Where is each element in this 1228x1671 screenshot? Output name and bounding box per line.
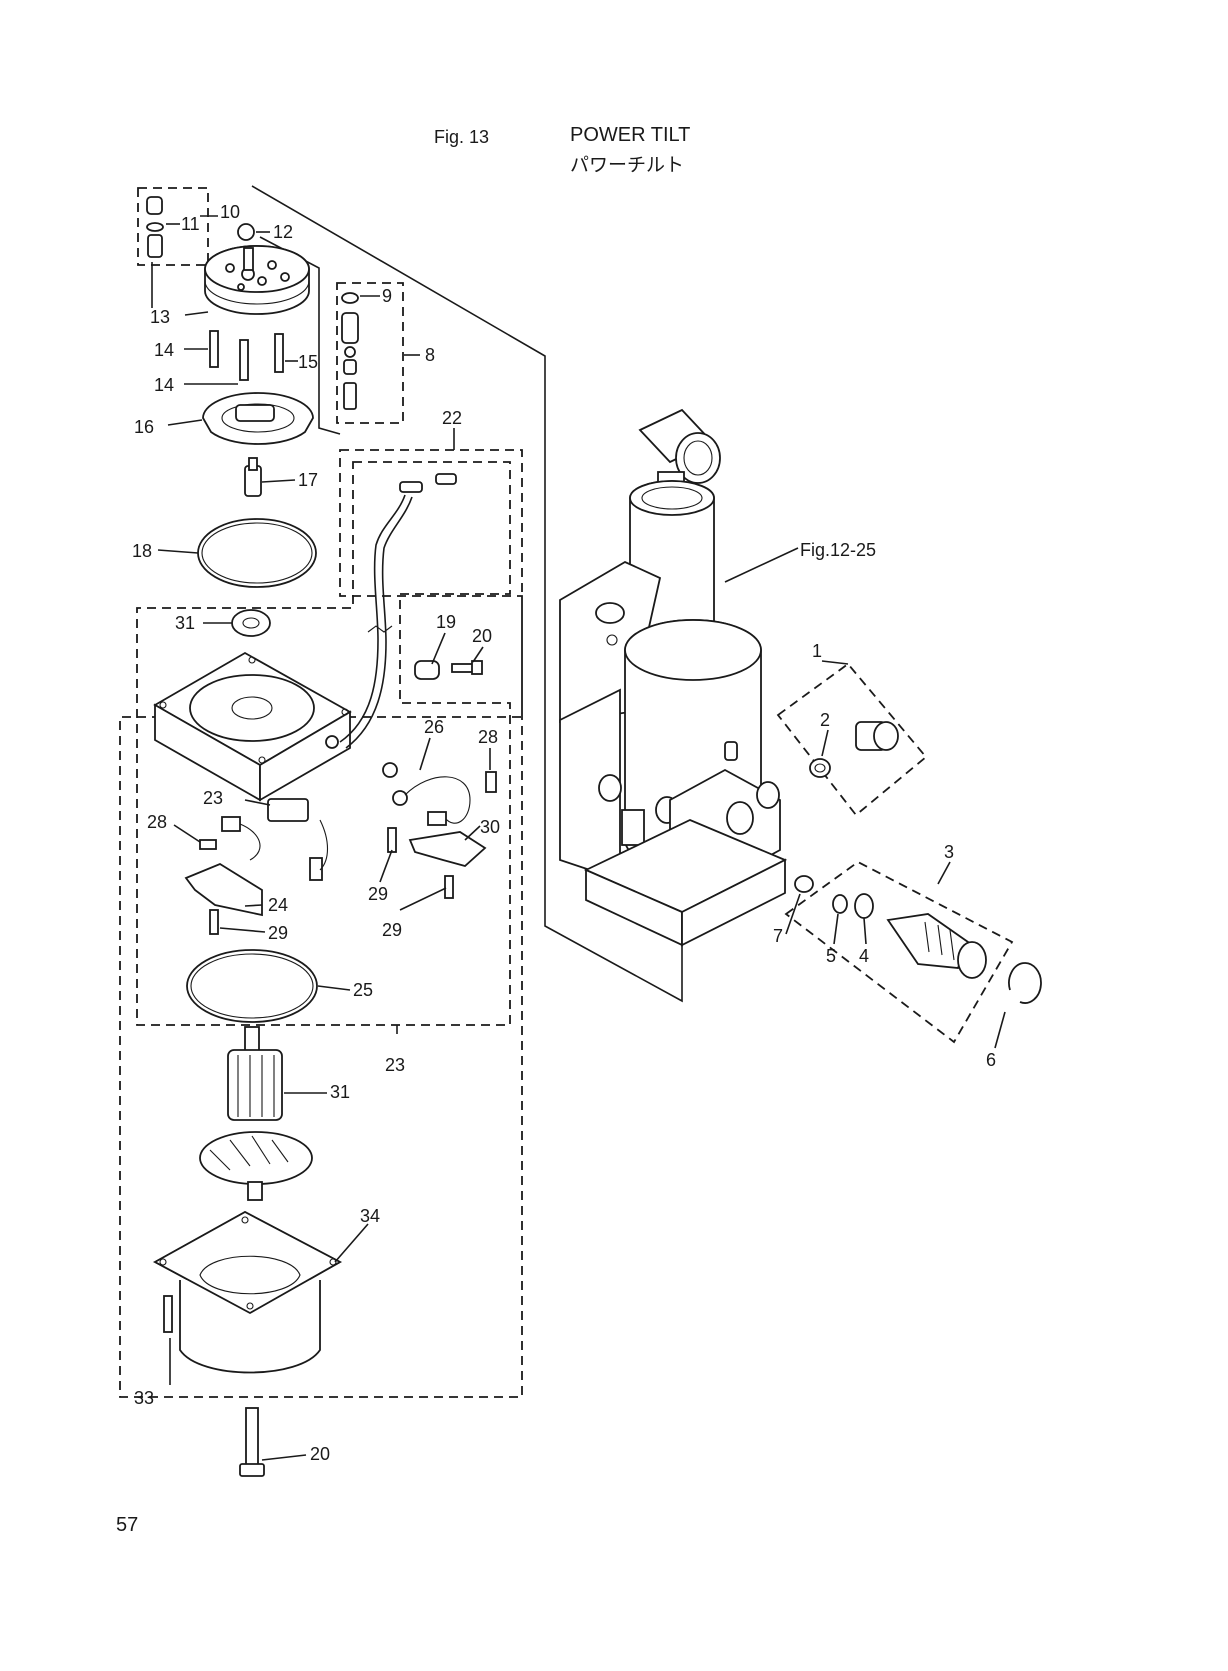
callout-14b: 14 [154,375,174,395]
part-16-housing [202,392,314,445]
callout-31: 31 [175,613,195,633]
callout-28a: 28 [478,727,498,747]
group-boxes [119,187,1014,1398]
part-34-motor-yoke [153,1210,342,1374]
title-english: POWER TILT [570,124,691,146]
callout-8: 8 [425,345,435,365]
callout-29a: 29 [368,884,388,904]
part-31-bearing [231,609,271,637]
motor-end-cover [153,651,352,802]
part-9-8-valve-set [341,292,359,410]
callout-29b: 29 [268,923,288,943]
callout-12: 12 [273,222,293,242]
page-number: 57 [116,1514,139,1536]
part-3-6-valve-set [832,893,1042,1004]
part-18-oring [197,518,317,588]
callout-21: 20 [310,1444,330,1464]
part-24-brush-holder [221,798,329,881]
reference-fig-12-25: Fig.12-25 [800,540,876,560]
callout-10: 10 [220,202,240,222]
callout-27: 26 [424,717,444,737]
callout-23: 23 [385,1055,405,1075]
callout-32: 31 [330,1082,350,1102]
part-17-coupling [244,457,262,497]
part-21-bolt [239,1407,265,1477]
part-11-set [146,196,164,258]
part-13-valve-body [204,245,310,315]
part-29-screw [209,909,219,935]
callout-2: 2 [820,710,830,730]
callout-15: 15 [298,352,318,372]
callout-29c: 29 [382,920,402,940]
group-box-23 [136,461,511,1026]
part-25-brush-plate [184,839,263,917]
callout-6: 6 [986,1050,996,1070]
callout-19: 19 [436,612,456,632]
callout-22: 22 [442,408,462,428]
callout-26: 25 [353,980,373,1000]
callout-17: 17 [298,470,318,490]
callout-5: 5 [826,946,836,966]
part-33-bolt [163,1295,173,1333]
part-14-15-bolts [209,330,284,381]
callout-1: 1 [812,641,822,661]
group-box-1 [776,662,928,817]
callout-9: 9 [382,286,392,306]
callout-25: 24 [268,895,288,915]
group-box-10 [137,187,209,266]
group-box-3 [784,860,1014,1044]
callout-13: 13 [150,307,170,327]
callout-3: 3 [944,842,954,862]
callout-18: 18 [132,541,152,561]
group-box-8 [336,282,404,424]
callout-24: 23 [203,788,223,808]
tilt-cylinder-assembly [559,408,814,947]
part-26-oring [186,949,318,1023]
callout-16: 16 [134,417,154,437]
callout-20: 20 [472,626,492,646]
figure-number: Fig. 13 [434,127,490,147]
part-12-oring [237,223,255,241]
part-32-armature [199,1026,313,1201]
callout-28b: 28 [147,812,167,832]
group-box-22 [119,449,523,1398]
callout-labels: 10 11 12 13 14 14 15 9 8 16 17 18 31 22 … [132,202,996,1464]
part-1-2-plug [809,721,899,778]
title-japanese: パワーチルト [570,154,685,176]
callout-30: 30 [480,817,500,837]
part-27-28-30-brush-set [382,762,497,899]
callout-7: 7 [773,926,783,946]
callout-4: 4 [859,946,869,966]
callout-14a: 14 [154,340,174,360]
callout-34: 34 [360,1206,380,1226]
part-22-wire-harness [325,473,457,749]
leader-lines [157,223,1006,1461]
callout-33: 33 [134,1388,154,1408]
part-19-20-clamp [414,660,483,680]
callout-11: 11 [181,214,200,234]
